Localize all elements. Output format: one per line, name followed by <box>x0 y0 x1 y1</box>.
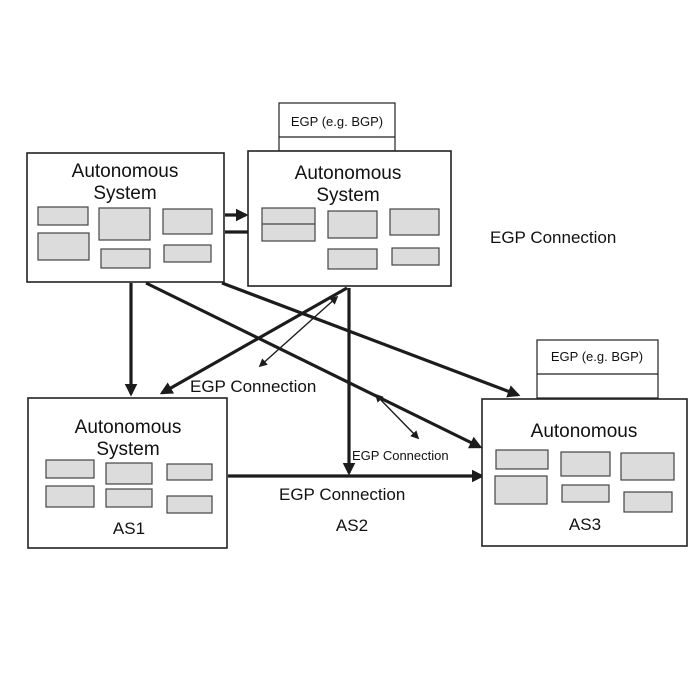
component-block <box>389 208 440 236</box>
system-subtitle: System <box>93 183 156 204</box>
component-block <box>561 484 610 503</box>
component-block <box>495 449 549 470</box>
component-block <box>45 459 95 479</box>
component-block <box>45 485 95 508</box>
egp-tab <box>278 102 396 152</box>
system-title: Autonomous <box>72 161 179 182</box>
component-block <box>37 232 90 261</box>
component-block <box>163 244 212 263</box>
autonomous-system-top-left: Autonomous System <box>26 152 225 283</box>
autonomous-system-top-center: EGP (e.g. BGP) Autonomous System <box>247 102 452 287</box>
as-label: AS2 <box>336 516 368 535</box>
egp-tab <box>536 339 659 399</box>
egp-connection-label: EGP Connection <box>490 228 616 247</box>
component-block <box>327 210 378 239</box>
as-label: AS3 <box>569 515 601 534</box>
component-block <box>560 451 611 477</box>
system-title: Autonomous <box>531 421 638 442</box>
egp-connection-label: EGP Connection <box>190 377 316 396</box>
component-block <box>166 463 213 481</box>
egp-double-arrow-small <box>374 393 420 440</box>
component-block <box>98 207 151 241</box>
egp-connection-label: EGP Connection <box>279 485 405 504</box>
component-block <box>105 462 153 485</box>
component-block <box>166 495 213 514</box>
system-subtitle: System <box>96 439 159 460</box>
component-block <box>100 248 151 269</box>
egp-tab-label: EGP (e.g. BGP) <box>551 349 643 364</box>
as-label: AS1 <box>113 519 145 538</box>
component-block <box>623 491 673 513</box>
system-title: Autonomous <box>75 417 182 438</box>
egp-double-arrow-middle <box>258 295 339 368</box>
component-block <box>391 247 440 266</box>
connection-labels: EGP Connection EGP Connection EGP Connec… <box>190 228 616 535</box>
connections <box>124 208 521 483</box>
egp-connection-label: EGP Connection <box>352 448 449 463</box>
system-subtitle: System <box>316 185 379 206</box>
component-block <box>620 452 675 481</box>
egp-tab-label: EGP (e.g. BGP) <box>291 114 383 129</box>
system-title: Autonomous <box>295 163 402 184</box>
autonomous-system-as3: EGP (e.g. BGP) Autonomous AS3 <box>481 339 688 547</box>
autonomous-system-as1: Autonomous System AS1 <box>27 397 228 549</box>
component-block <box>105 488 153 508</box>
component-block <box>494 475 548 505</box>
component-block <box>327 248 378 270</box>
component-block <box>162 208 213 235</box>
component-block <box>37 206 89 226</box>
